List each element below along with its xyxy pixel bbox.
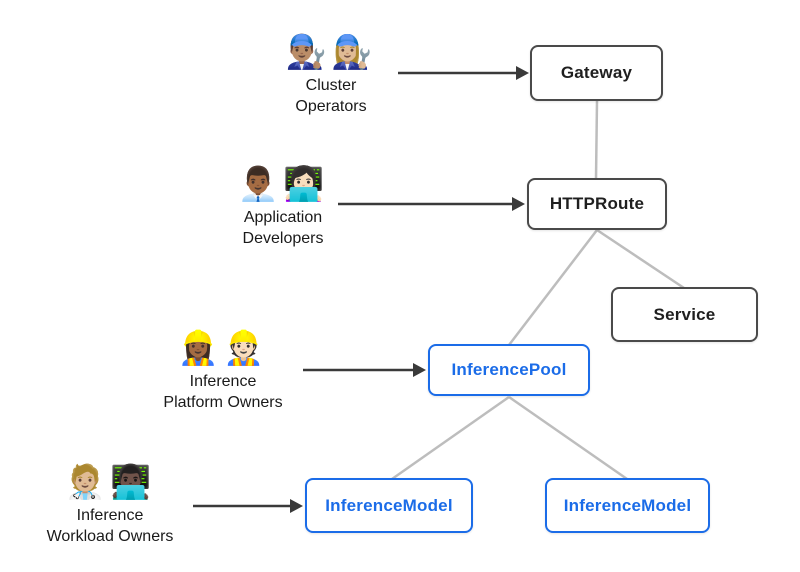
node-service: Service [611,287,758,342]
node-httproute-label: HTTPRoute [549,194,645,213]
arrow-cluster-operators-gateway [398,66,529,80]
node-service-label: Service [653,304,716,324]
connector-gateway-httproute [594,100,599,180]
connector-httproute-service [596,228,685,290]
construction-worker-emoji-pair: 👷🏾‍♀️👷🏻 [177,329,269,366]
persona-application-developers: 👨🏾‍💼👩🏻‍💻 Application Developers [203,164,363,249]
persona-inference-platform-owners-label: Inference Platform Owners [163,373,283,411]
arrowhead-icon [516,66,529,80]
arrow-application-developers-httproute [338,197,525,211]
arrowhead-icon [413,363,426,377]
persona-inference-workload-owners: 🧑🏼‍⚕️👨🏿‍💻 Inference Workload Owners [15,462,205,547]
node-inferencepool: InferencePool [428,344,590,396]
worker-technologist-emoji-pair: 🧑🏼‍⚕️👨🏿‍💻 [64,463,156,500]
arrow-inference-platform-owners-inferencepool [303,363,426,377]
connector-httproute-inferencepool [508,229,598,346]
persona-inference-platform-owners: 👷🏾‍♀️👷🏻 Inference Platform Owners [133,328,313,413]
node-inferencepool-label: InferencePool [451,360,567,379]
arrowhead-icon [290,499,303,513]
connector-inferencepool-inferencemodel-right [508,395,628,481]
arrow-inference-workload-owners-inferencemodel [193,499,303,513]
persona-application-developers-label: Application Developers [242,209,324,247]
node-inferencemodel-right-label: InferenceModel [563,495,692,515]
node-inferencemodel-left-label: InferenceModel [325,495,453,515]
persona-cluster-operators: 👨🏽‍🔧👩🏼‍🔧 Cluster Operators [251,32,411,117]
persona-inference-workload-owners-label: Inference Workload Owners [46,507,174,545]
connector-inferencepool-inferencemodel-left [391,395,510,481]
persona-cluster-operators-label: Cluster Operators [295,77,367,115]
node-inferencemodel-right: InferenceModel [545,478,710,533]
arrowhead-icon [512,197,525,211]
developer-emoji-pair: 👨🏾‍💼👩🏻‍💻 [237,165,329,202]
mechanic-emoji-pair: 👨🏽‍🔧👩🏼‍🔧 [285,33,377,70]
node-inferencemodel-left: InferenceModel [305,478,473,533]
node-gateway: Gateway [530,45,663,101]
node-gateway-label: Gateway [560,63,633,82]
node-httproute: HTTPRoute [527,178,667,230]
